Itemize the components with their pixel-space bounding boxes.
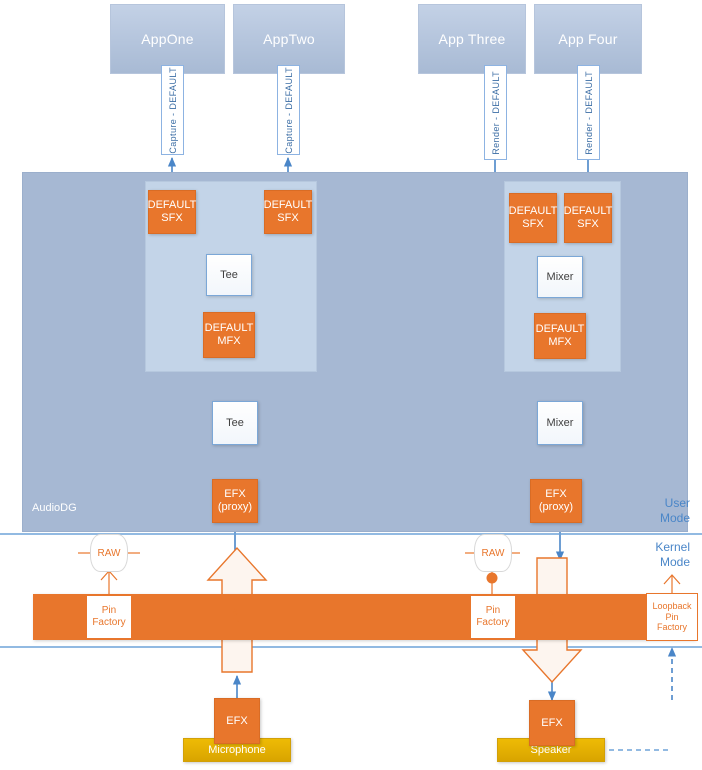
node-line-2: (proxy) — [538, 501, 574, 513]
node-line-2: MFX — [548, 336, 572, 348]
node-line-1: DEFAULT — [263, 199, 313, 212]
node-line-1: EFX — [541, 716, 563, 729]
render-mixer-outer[interactable]: Mixer — [537, 401, 583, 445]
capture-default-sfx-left[interactable]: DEFAULT SFX — [148, 190, 196, 234]
endpoint-label: Capture - DEFAULT — [283, 66, 294, 154]
capture-raw-arrow-label-wrap: RAW — [229, 598, 243, 638]
app-box-app-three[interactable]: App Three — [418, 4, 526, 74]
capture-tee-outer[interactable]: Tee — [212, 401, 258, 445]
node-line-2: (proxy) — [217, 501, 253, 513]
capture-default-mfx[interactable]: DEFAULT MFX — [203, 312, 255, 358]
pin-factory-line-2: Factory — [92, 617, 126, 628]
node-line-1: DEFAULT — [204, 322, 254, 335]
pin-factory-line-2: Factory — [476, 617, 510, 628]
capture-raw-stream-glyph: RAW — [90, 534, 128, 572]
microphone-efx[interactable]: EFX — [214, 698, 260, 744]
user-mode-line-2: Mode — [659, 511, 690, 525]
app-box-app-one[interactable]: AppOne — [110, 4, 225, 74]
render-raw-tap-dot — [486, 572, 498, 584]
render-mixer-inner[interactable]: Mixer — [537, 256, 583, 298]
endpoint-label: Render - DEFAULT — [583, 70, 594, 155]
loopback-line-2: Pin — [665, 611, 679, 622]
loopback-line-3: Factory — [656, 622, 687, 633]
endpoint-label: Render - DEFAULT — [490, 70, 501, 155]
capture-raw-arrow-label: RAW — [231, 607, 241, 629]
render-efx-proxy[interactable]: EFX (proxy) — [530, 479, 582, 523]
pin-factory-line-1: Pin — [101, 605, 117, 616]
render-pin-factory[interactable]: Pin Factory — [470, 595, 516, 639]
render-raw-stream-label: RAW — [481, 547, 505, 559]
node-line-1: Mixer — [546, 416, 574, 429]
audiodg-label: AudioDG — [32, 502, 77, 514]
render-default-sfx-left[interactable]: DEFAULT SFX — [509, 193, 557, 243]
endpoint-render-app-four[interactable]: Render - DEFAULT — [577, 65, 600, 160]
node-line-1: DEFAULT — [535, 323, 585, 336]
node-line-2: SFX — [161, 212, 183, 224]
microphone-label: Microphone — [208, 743, 266, 756]
node-line-1: EFX — [226, 714, 248, 727]
node-line-2: MFX — [217, 335, 241, 347]
loopback-pin-factory[interactable]: Loopback Pin Factory — [646, 593, 698, 641]
node-line-1: Mixer — [546, 270, 574, 283]
render-default-sfx-right[interactable]: DEFAULT SFX — [564, 193, 612, 243]
capture-raw-stream-label: RAW — [97, 547, 121, 559]
loopback-line-1: Loopback — [652, 600, 692, 611]
capture-default-sfx-right[interactable]: DEFAULT SFX — [264, 190, 312, 234]
app-box-app-two[interactable]: AppTwo — [233, 4, 345, 74]
kernel-mode-label: Kernel Mode — [626, 540, 690, 570]
node-line-1: Tee — [220, 268, 238, 281]
endpoint-label: Capture - DEFAULT — [167, 66, 178, 154]
user-mode-label: User Mode — [626, 496, 690, 526]
pin-factory-line-1: Pin — [485, 605, 501, 616]
kernel-driver-band — [33, 594, 695, 640]
render-raw-arrow-label-wrap: RAW — [545, 598, 559, 638]
speaker-efx[interactable]: EFX — [529, 700, 575, 746]
endpoint-capture-app-two[interactable]: Capture - DEFAULT — [277, 65, 300, 155]
node-line-1: DEFAULT — [563, 205, 613, 218]
kernel-mode-line-2: Mode — [659, 555, 690, 569]
node-line-1: DEFAULT — [508, 205, 558, 218]
kernel-mode-line-1: Kernel — [655, 540, 690, 554]
capture-pin-factory[interactable]: Pin Factory — [86, 595, 132, 639]
endpoint-render-app-three[interactable]: Render - DEFAULT — [484, 65, 507, 160]
capture-efx-proxy[interactable]: EFX (proxy) — [212, 479, 258, 523]
render-default-mfx[interactable]: DEFAULT MFX — [534, 313, 586, 359]
node-line-1: Tee — [226, 416, 244, 429]
node-line-2: SFX — [522, 218, 544, 230]
node-line-2: SFX — [577, 218, 599, 230]
user-mode-line-1: User — [664, 496, 690, 510]
app-box-app-four[interactable]: App Four — [534, 4, 642, 74]
node-line-2: SFX — [277, 212, 299, 224]
node-line-1: EFX — [224, 488, 246, 501]
node-line-1: EFX — [545, 488, 567, 501]
endpoint-capture-app-one[interactable]: Capture - DEFAULT — [161, 65, 184, 155]
node-line-1: DEFAULT — [147, 199, 197, 212]
render-raw-arrow-label: RAW — [547, 607, 557, 629]
capture-tee-inner[interactable]: Tee — [206, 254, 252, 296]
speaker-label: Speaker — [530, 743, 572, 756]
render-raw-stream-glyph: RAW — [474, 534, 512, 572]
